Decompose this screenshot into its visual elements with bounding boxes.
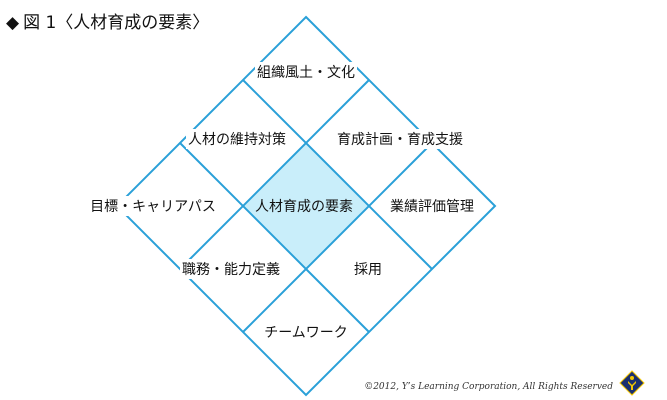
diamond-bullet-icon: ◆ bbox=[6, 13, 20, 33]
grid-line bbox=[179, 142, 370, 333]
grid-line bbox=[242, 142, 433, 333]
grid-line bbox=[242, 79, 433, 270]
grid-line bbox=[179, 79, 370, 270]
cell-lower-right: 採用 bbox=[352, 259, 384, 279]
ys-learning-logo-icon bbox=[619, 370, 645, 396]
cell-upper-right: 育成計画・育成支援 bbox=[335, 129, 465, 149]
cell-lower-left: 職務・能力定義 bbox=[180, 259, 282, 279]
cell-bottom: チームワーク bbox=[262, 322, 350, 342]
title-text: 図 1〈人材育成の要素〉 bbox=[23, 13, 210, 33]
cell-upper-left: 人材の維持対策 bbox=[186, 129, 288, 149]
cell-top: 組織風土・文化 bbox=[255, 62, 357, 82]
copyright-text: ©2012, Y’s Learning Corporation, All Rig… bbox=[364, 382, 613, 392]
cell-right: 業績評価管理 bbox=[388, 196, 476, 216]
cell-center: 人材育成の要素 bbox=[255, 199, 353, 215]
cell-left: 目標・キャリアパス bbox=[88, 196, 218, 216]
page-title: ◆図 1〈人材育成の要素〉 bbox=[6, 8, 209, 33]
